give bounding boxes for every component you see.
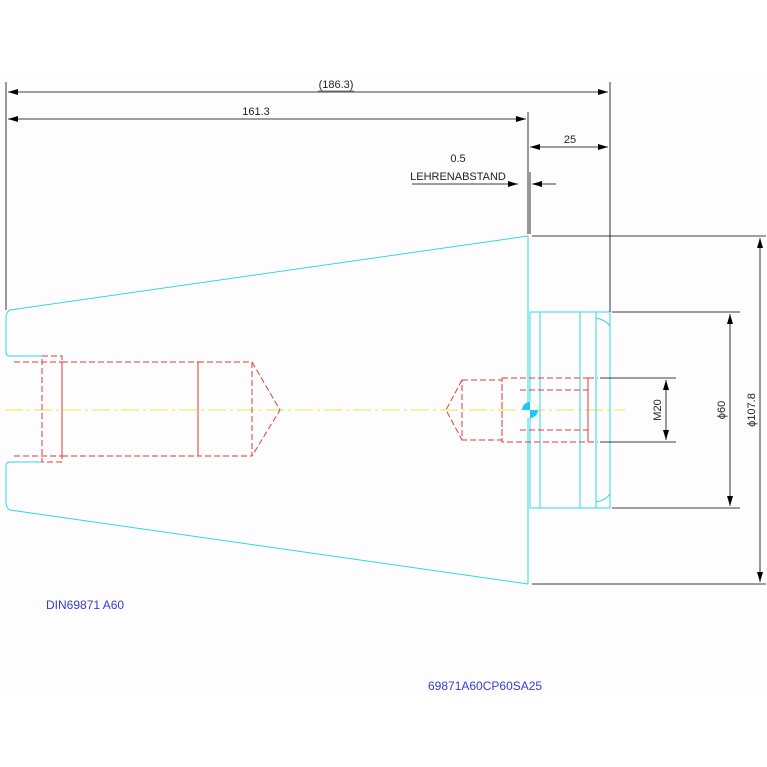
hidden-features [14,355,598,463]
center-mark [522,402,538,418]
dim-flange-length-text: 25 [564,134,576,146]
dim-thread-text: M20 [652,399,664,420]
right-drill-point [445,379,463,441]
drawing-sheet [0,78,767,690]
dim-overall-text: (186.3) [319,79,354,91]
dimension-lines [5,82,766,585]
part-number-label: 69871A60CP60SA25 [428,679,542,693]
left-drill-bore [197,361,253,457]
left-bore [41,355,63,463]
dim-flange-diameter-text: ϕ60 [716,401,728,419]
part-outline [5,235,611,585]
dim-gauge-gap-value: 0.5 [450,153,465,165]
dim-gauge-gap-label: LEHRENABSTAND [410,171,506,183]
right-drill-bore [461,379,503,441]
center-mark-quadrant-2 [522,410,530,418]
dim-taper-length-text: 161.3 [242,106,270,118]
dim-gauge-diameter-text: ϕ107.8 [746,393,758,427]
right-bore-step [520,377,598,443]
flange-groove-bottom [595,493,611,503]
center-mark-quadrant-1 [530,402,538,410]
flange-groove-top [595,317,611,327]
left-drill-point [251,361,281,457]
standard-label: DIN69871 A60 [46,598,124,612]
taper-body [5,235,529,585]
